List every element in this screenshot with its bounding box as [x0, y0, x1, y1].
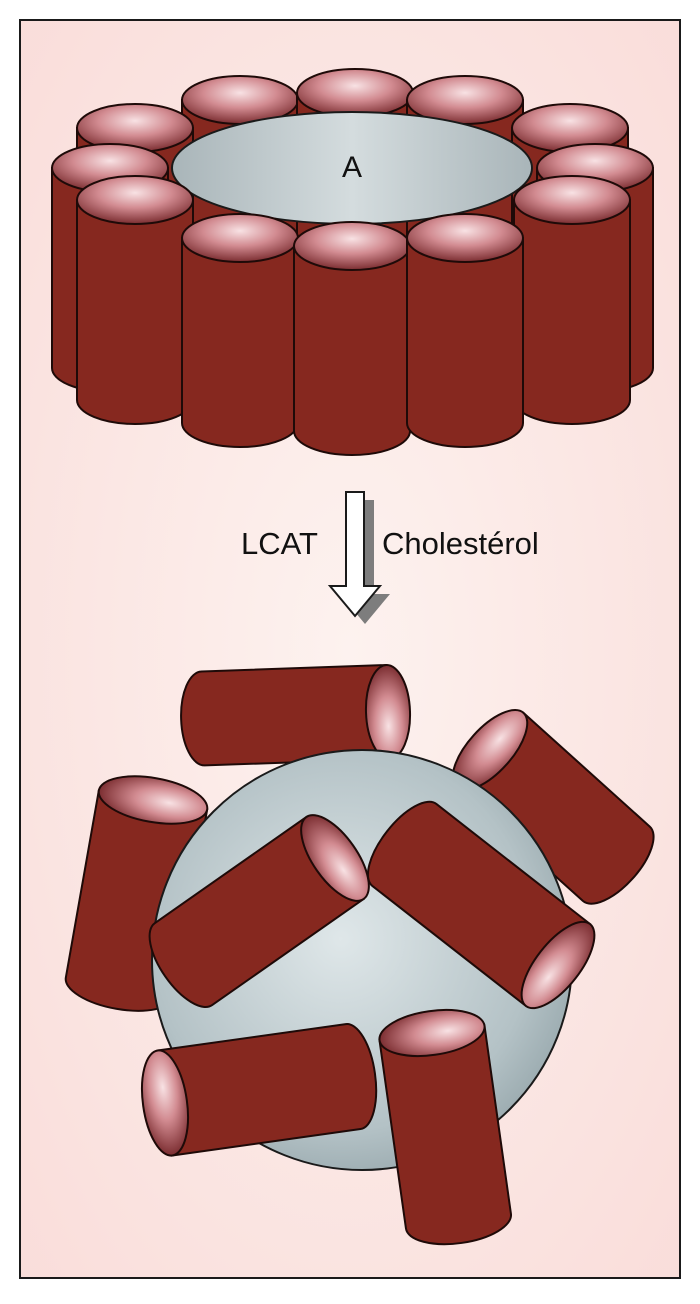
front-cylinder-3	[406, 213, 524, 448]
spherical-lipoprotein-icon	[64, 663, 655, 1246]
front-cylinder-1	[181, 213, 299, 448]
apolipoprotein-cylinder-5	[366, 800, 596, 1010]
apolipoprotein-cylinder-4	[148, 814, 370, 1008]
apolipoprotein-cylinder-6	[140, 1023, 378, 1157]
front-cylinder-2	[293, 221, 411, 456]
substrate-label: Cholestérol	[382, 526, 539, 561]
disc-core-label: A	[342, 151, 362, 184]
discoidal-lipoprotein-icon	[51, 68, 654, 456]
enzyme-label: LCAT	[241, 526, 318, 561]
apolipoprotein-cylinder-7	[378, 1008, 512, 1246]
side-cylinder-3	[76, 175, 194, 425]
side-cylinder-4	[513, 175, 631, 425]
down-arrow-icon	[327, 491, 390, 624]
figure-frame	[19, 19, 681, 1279]
apolipoprotein-cylinder-1	[180, 663, 412, 767]
